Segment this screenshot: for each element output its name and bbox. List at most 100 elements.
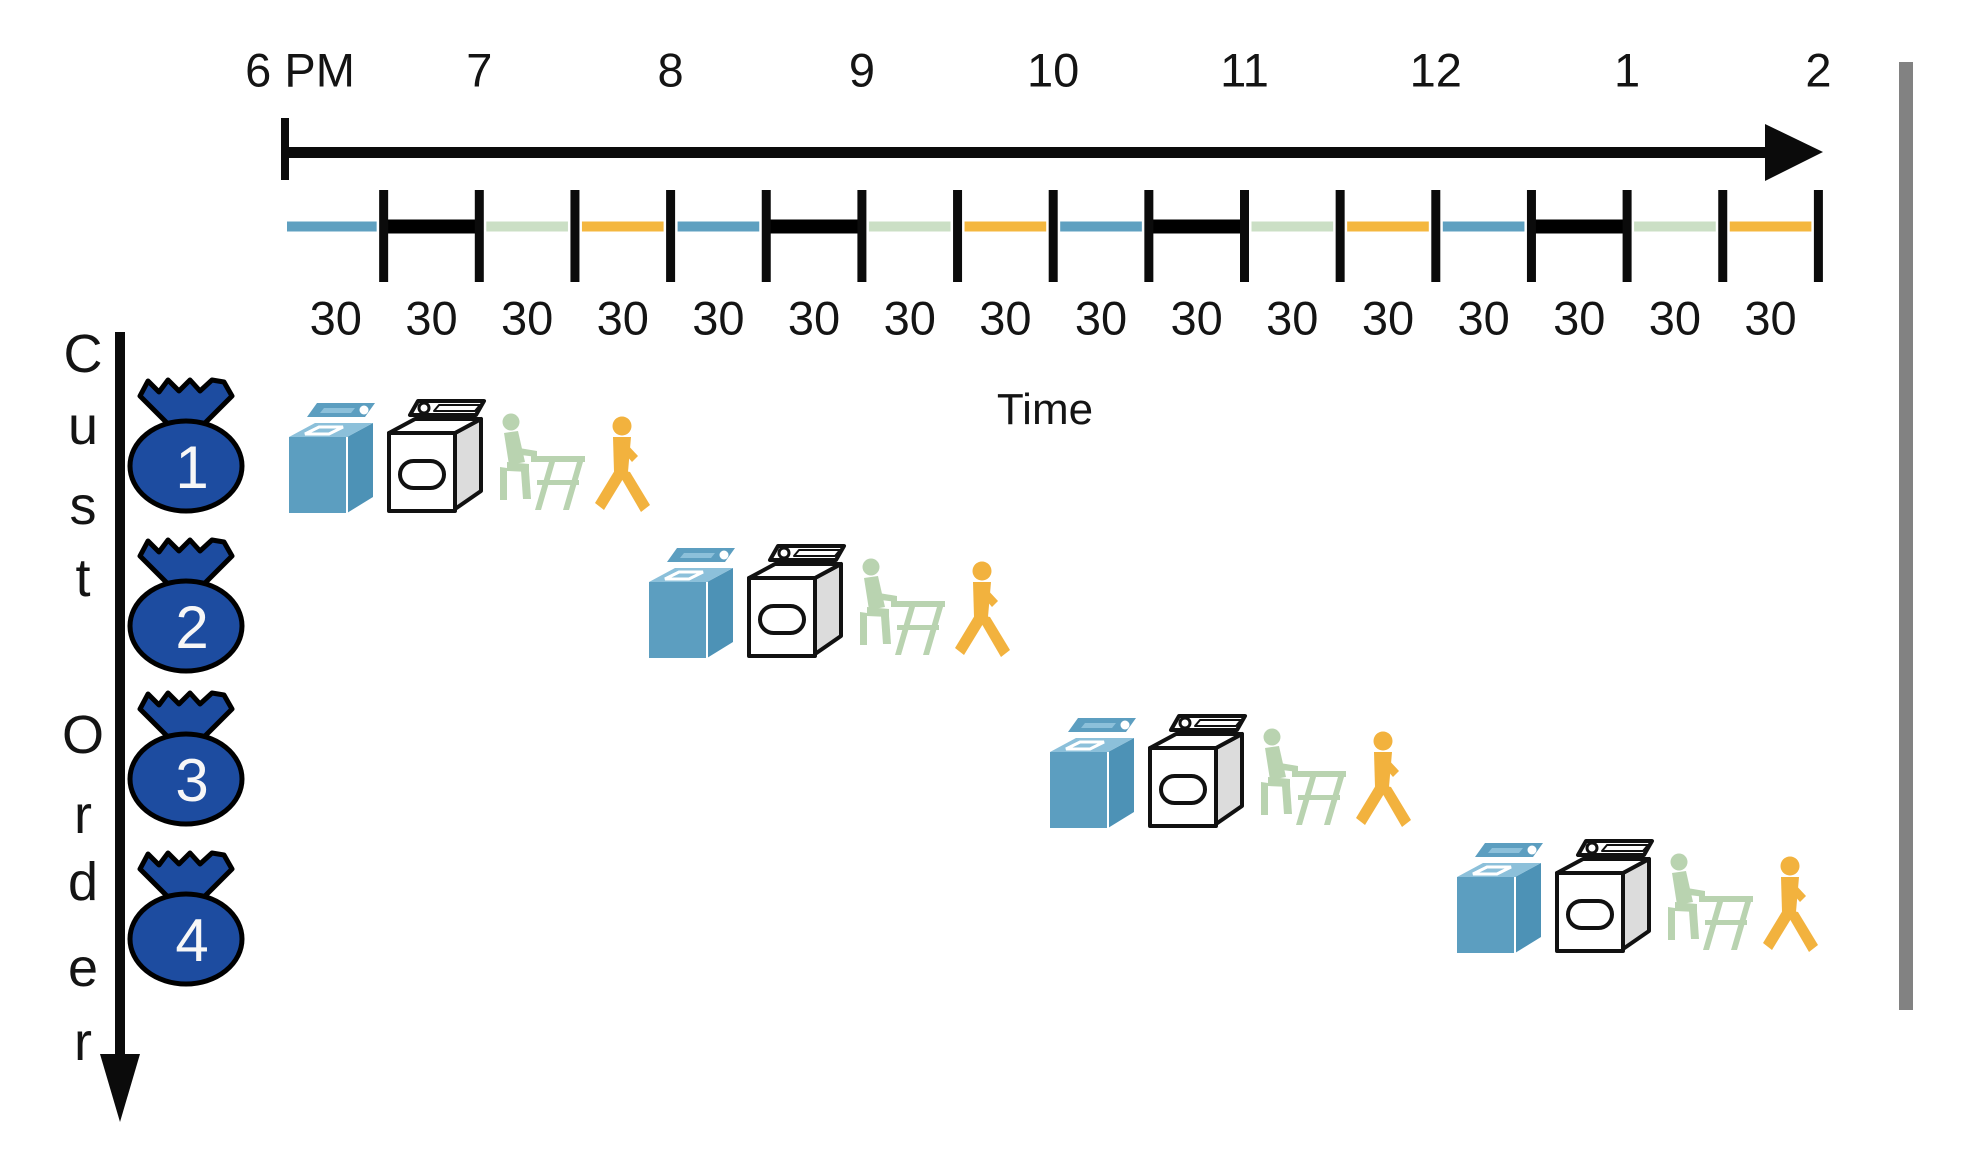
- tick-mark: [1718, 190, 1728, 282]
- segment-duration-label: 30: [405, 291, 458, 345]
- tick-mark: [1622, 190, 1632, 282]
- fold-icon: [860, 558, 945, 655]
- wash-segment: [677, 221, 760, 232]
- dry-segment: [383, 219, 480, 234]
- fold-icon: [1668, 853, 1753, 950]
- segment-duration-label: 30: [1361, 291, 1415, 345]
- dry-segment: [1531, 219, 1628, 234]
- customer-bag: 3: [127, 690, 245, 827]
- customer-bag: 4: [127, 850, 245, 987]
- hour-label: 9: [848, 43, 875, 97]
- customer-order-axis-arrow: [100, 332, 140, 1122]
- tick-mark: [1240, 190, 1249, 282]
- tick-mark: [1813, 190, 1823, 282]
- walk-icon: [595, 416, 650, 512]
- customer-task-row: [287, 399, 650, 515]
- walk-icon: [1763, 856, 1818, 952]
- bag-number: 1: [175, 434, 208, 501]
- order-axis-letter: e: [67, 938, 99, 998]
- dryer-icon: [1555, 839, 1654, 953]
- order-axis-letter: r: [74, 1012, 92, 1072]
- cust-axis-letter: t: [75, 548, 91, 608]
- dry-segment: [766, 219, 862, 234]
- washer-icon: [647, 546, 737, 660]
- segment-duration-label: 30: [1648, 291, 1702, 345]
- fold-icon: [1261, 728, 1346, 825]
- segment-duration-label: 30: [692, 291, 745, 345]
- hour-label: 7: [466, 43, 493, 97]
- tick-mark: [953, 190, 963, 282]
- wash-segment: [287, 221, 377, 232]
- segment-duration-label: 30: [1266, 291, 1319, 345]
- customer-task-row: [647, 544, 1010, 660]
- tick-mark: [1431, 190, 1441, 282]
- walk-icon: [1356, 731, 1411, 827]
- bag-number: 2: [175, 594, 208, 661]
- order-axis-letter: r: [74, 785, 92, 845]
- walk-segment: [1729, 221, 1812, 232]
- dryer-icon: [747, 544, 846, 658]
- segment-duration-label: 30: [883, 291, 936, 345]
- dryer-icon: [1148, 714, 1247, 828]
- walk-segment: [964, 221, 1047, 232]
- washer-icon: [1455, 841, 1545, 955]
- cust-axis-letter: u: [67, 396, 99, 456]
- customer-task-row: [1455, 839, 1818, 955]
- tick-mark: [1526, 190, 1536, 282]
- fold-segment: [1251, 221, 1334, 232]
- right-divider-bar: [1899, 62, 1913, 1010]
- time-axis-title: Time: [996, 385, 1094, 434]
- washer-icon: [287, 401, 377, 515]
- time-axis-arrowhead: [1765, 124, 1823, 181]
- segment-duration-label: 30: [1744, 291, 1797, 345]
- time-axis-arrow: [281, 118, 1823, 181]
- tick-mark: [1048, 190, 1058, 282]
- customer-bags: 1 2 3 4: [127, 377, 245, 987]
- tick-mark: [666, 190, 676, 282]
- segment-duration-label: 30: [500, 291, 554, 345]
- wash-segment: [1060, 221, 1142, 232]
- tick-mark: [761, 190, 771, 282]
- segment-duration-label: 30: [309, 291, 362, 345]
- customer-task-row: [1048, 714, 1411, 830]
- hour-label: 12: [1409, 43, 1462, 97]
- segment-duration-label: 30: [979, 291, 1032, 345]
- washer-icon: [1048, 716, 1138, 830]
- segment-duration-label: 30: [596, 291, 649, 345]
- walk-segment: [1347, 221, 1429, 232]
- customer-task-rows: [287, 399, 1818, 955]
- segment-duration-label: 30: [1457, 291, 1510, 345]
- fold-segment: [868, 221, 951, 232]
- customer-bag: 1: [127, 377, 245, 514]
- hour-label: 1: [1614, 43, 1641, 97]
- order-axis-letter: d: [67, 852, 99, 912]
- cust-axis-letter: s: [69, 476, 97, 536]
- tick-mark: [1144, 190, 1154, 282]
- hour-label: 11: [1220, 43, 1269, 97]
- segment-duration-label: 30: [787, 291, 841, 345]
- dryer-icon: [387, 399, 486, 513]
- customer-bag: 2: [127, 537, 245, 674]
- segment-duration-label: 30: [1553, 291, 1606, 345]
- tick-mark: [570, 190, 580, 282]
- dry-segment: [1148, 219, 1245, 234]
- fold-icon: [500, 413, 585, 510]
- hour-label: 10: [1027, 43, 1080, 97]
- walk-icon: [955, 561, 1010, 657]
- segment-duration-label: 30: [1170, 291, 1223, 345]
- tick-mark: [1335, 190, 1345, 282]
- task-timeline-strip: [287, 190, 1823, 282]
- fold-segment: [1634, 221, 1716, 232]
- tick-mark: [857, 190, 867, 282]
- bag-number: 3: [175, 747, 208, 814]
- hour-label: 2: [1805, 43, 1832, 97]
- hour-label: 6 PM: [245, 43, 355, 97]
- order-axis-letter: O: [61, 705, 105, 765]
- tick-mark: [379, 190, 389, 282]
- order-axis-arrowhead: [100, 1054, 140, 1122]
- cust-axis-letter: C: [63, 324, 103, 384]
- fold-segment: [486, 221, 568, 232]
- tick-mark: [474, 190, 484, 282]
